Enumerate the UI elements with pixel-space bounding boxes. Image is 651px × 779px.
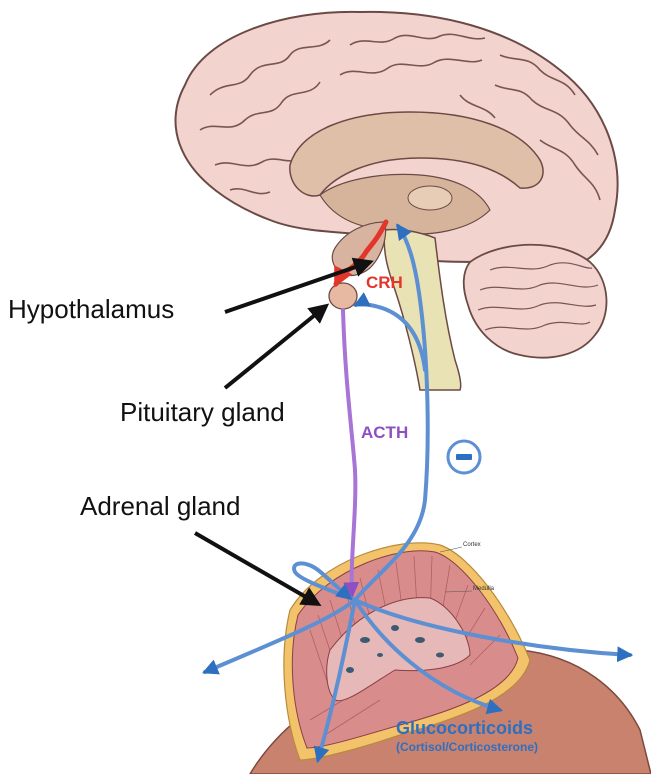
adrenal-label: Adrenal gland [80, 491, 240, 522]
adrenal-pointer [195, 533, 318, 604]
hypothalamus-label: Hypothalamus [8, 294, 174, 325]
medulla-label: Medulla [473, 586, 494, 592]
acth-label: ACTH [361, 423, 408, 443]
glucocorticoids-sublabel: (Cortisol/Corticosterone) [396, 740, 538, 754]
crh-label: CRH [366, 273, 403, 293]
acth-pathway [343, 310, 355, 595]
pituitary-illustration [329, 283, 357, 309]
pituitary-pointer [225, 306, 326, 388]
fornix [408, 186, 452, 210]
cortex-label: Cortex [463, 542, 481, 548]
minus-circle-icon [448, 441, 480, 473]
brain-illustration [176, 12, 618, 390]
pituitary-label: Pituitary gland [120, 397, 285, 428]
glucocorticoids-label: Glucocorticoids [396, 718, 533, 739]
cerebellum [464, 245, 607, 358]
